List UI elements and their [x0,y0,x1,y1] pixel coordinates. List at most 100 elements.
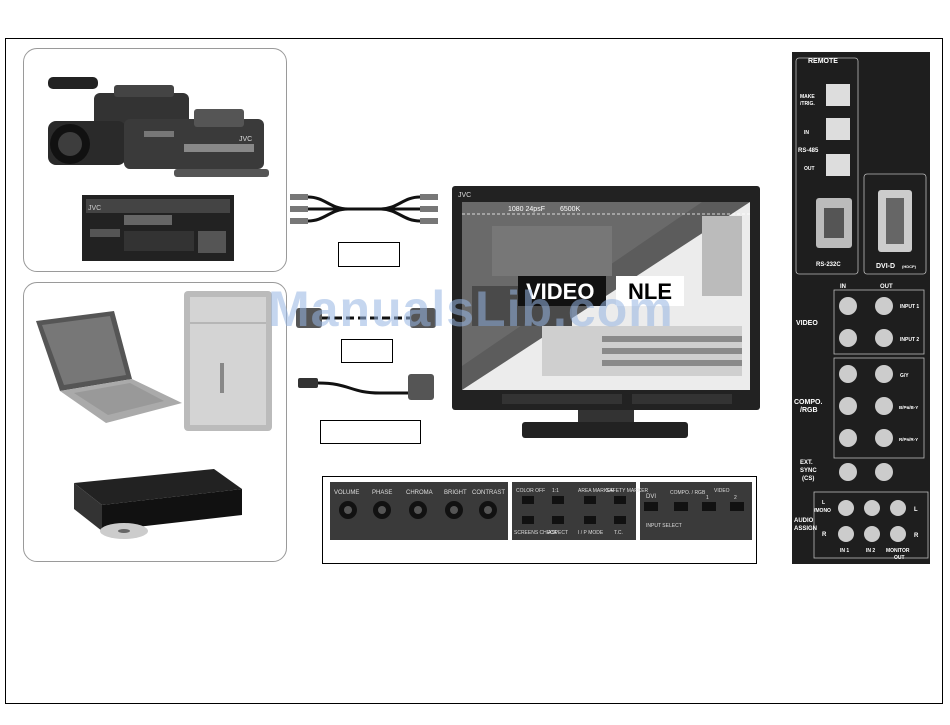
color-off-button[interactable] [522,496,534,504]
ext-sync-label-2: SYNC [800,468,817,474]
monitor-out-r-jack[interactable] [890,526,906,542]
audio-in1-r-jack[interactable] [838,526,854,542]
bpb-in-bnc[interactable] [839,397,857,415]
rs485-out-label: OUT [804,166,815,172]
rear-terminal-panel: REMOTE MAKE /TRIG. IN RS-485 OUT RS-232C… [792,52,930,564]
rs232c-label: RS-232C [816,262,841,268]
dvi-cable-label-box [341,339,393,363]
video-in-label: IN [840,284,846,290]
rpr-label: R/Pʀ/R-Y [899,437,918,442]
audio-in1-label: IN 1 [840,548,849,554]
audio-in2-label: IN 2 [866,548,875,554]
dvid-label: DVI-D [876,263,895,270]
ext-sync-in-bnc[interactable] [839,463,857,481]
make-trig-label-2: /TRIG. [800,101,815,107]
bright-knob[interactable]: BRIGHT [444,490,467,519]
video-input1-in-bnc[interactable] [839,297,857,315]
media-player-icon [74,469,242,539]
camcorder-icon: JVC [48,77,269,177]
ext-sync-out-bnc[interactable] [875,463,893,481]
make-trig-label-1: MAKE [800,94,815,100]
audio-l-label: L [822,500,825,506]
contrast-knob[interactable]: CONTRAST [472,490,505,519]
compo-rgb-input-button[interactable] [674,502,688,511]
chroma-knob-label: CHROMA [406,490,433,496]
video-input2-in-bnc[interactable] [839,329,857,347]
one-to-one-button[interactable] [552,496,564,504]
front-control-panel: VOLUME PHASE CHROMA BRIGHT CONTRAST COLO… [330,482,752,540]
rs485-in-port[interactable] [826,118,850,140]
video-source-box: JVC JVC [23,48,287,272]
rs485-out-port[interactable] [826,154,850,176]
gy-out-bnc[interactable] [875,365,893,383]
compo-rgb-label-2: /RGB [800,407,818,414]
input1-label: INPUT 1 [900,304,919,310]
bnc-cable-icon [290,194,438,224]
camcorder-brand-label: JVC [239,136,252,143]
monitor-color-temp-label: 6500K [560,206,581,213]
bpb-label: B/Pʙ/B-Y [899,405,918,410]
monitor-brand-label: JVC [458,192,471,199]
split-nle-label: NLE [628,279,672,304]
audio-in2-l-jack[interactable] [864,500,880,516]
video2-input-label: 2 [734,495,737,501]
dvi-cable-icon [296,308,436,328]
video-group-label: VIDEO [714,488,730,494]
area-marker-button[interactable] [584,496,596,504]
screens-check-button[interactable] [522,516,534,524]
watermark: ManualsLib.com [268,281,674,337]
monitor-front-controls [502,394,622,404]
bpb-out-bnc[interactable] [875,397,893,415]
gy-in-bnc[interactable] [839,365,857,383]
volume-knob[interactable]: VOLUME [334,490,359,519]
audio-assign-label-1: AUDIO [794,518,814,524]
make-trig-port[interactable] [826,84,850,106]
audio-in1-l-jack[interactable] [838,500,854,516]
safety-marker-button[interactable] [614,496,626,504]
video1-input-label: 1 [706,495,709,501]
ip-mode-label: I / P MODE [578,530,604,536]
aspect-button[interactable] [552,516,564,524]
gy-label: G/Y [900,373,909,379]
video-input1-out-bnc[interactable] [875,297,893,315]
monitor-out-l-jack[interactable] [890,500,906,516]
ip-mode-button[interactable] [584,516,596,524]
split-video-label: VIDEO [526,279,594,304]
one-to-one-label: 1:1 [552,488,559,494]
screens-check-label: SCREENS CHECK [514,530,558,536]
audio-r-label: R [822,532,827,538]
phase-knob[interactable]: PHASE [372,490,392,519]
compo-rgb-input-label: COMPO. / RGB [670,490,706,496]
audio-in2-r-jack[interactable] [864,526,880,542]
tc-button[interactable] [614,516,626,524]
aspect-label: ASPECT [548,530,568,536]
dvi-input-label: DVI [646,494,656,500]
rs485-in-label: IN [804,130,809,136]
deck-brand-label: JVC [88,205,101,212]
video1-input-button[interactable] [702,502,716,511]
laptop-icon [36,311,182,423]
chroma-knob[interactable]: CHROMA [406,490,433,519]
video-input2-out-bnc[interactable] [875,329,893,347]
input2-label: INPUT 2 [900,337,919,343]
ext-sync-label-3: (CS) [802,476,814,482]
phase-knob-label: PHASE [372,490,392,496]
desktop-tower-icon [184,291,272,431]
monitor-l-label: L [914,507,918,513]
hdmi-cable-label-box [320,420,421,444]
bnc-cable-label-box [338,242,400,267]
rpr-out-bnc[interactable] [875,429,893,447]
safety-marker-label: SAFETY MARKER [606,488,649,494]
hdmi-to-dvi-cable-icon [298,374,434,400]
bright-knob-label: BRIGHT [444,490,467,496]
compo-rgb-label-1: COMPO. [794,399,822,406]
camcorder-and-deck-illustration: JVC JVC [48,77,269,261]
tc-label: T.C. [614,530,623,536]
dvi-input-button[interactable] [644,502,658,511]
video2-input-button[interactable] [730,502,744,511]
ext-sync-label-1: EXT. [800,460,813,466]
contrast-knob-label: CONTRAST [472,490,505,496]
rpr-in-bnc[interactable] [839,429,857,447]
volume-knob-label: VOLUME [334,490,359,496]
input-select-label: INPUT SELECT [646,523,682,529]
